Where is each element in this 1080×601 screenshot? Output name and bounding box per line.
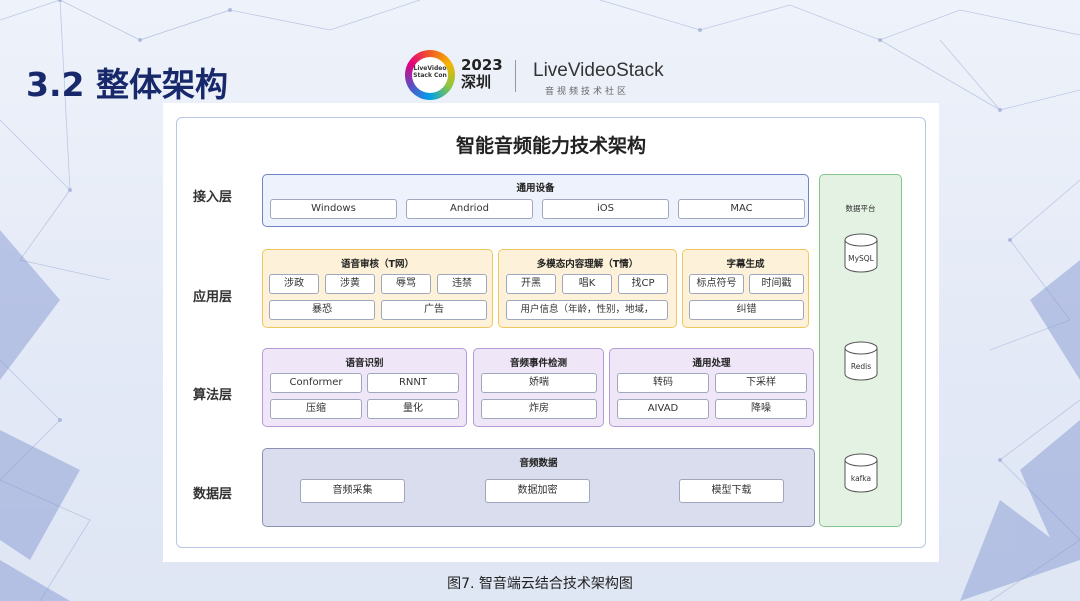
device-ios: iOS [542,199,669,219]
audit-item: 违禁 [437,274,487,294]
subtitle-item: 标点符号 [689,274,744,294]
speech-recognition-box: 语音识别 Conformer RNNT 压缩 量化 [262,348,467,427]
logo-city: 深圳 [461,73,492,91]
speech-recognition-title: 语音识别 [345,358,384,369]
multimodal-item: 找CP [618,274,668,294]
logo-brand: LiveVideoStack [533,60,664,81]
access-layer-box: 通用设备 Windows Andriod iOS MAC [262,174,809,227]
audit-item: 暴恐 [269,300,375,320]
device-android: Andriod [406,199,533,219]
audio-data-title: 音频数据 [519,458,558,469]
kafka-queue-icon [844,453,878,493]
mysql-label: MySQL [848,254,874,263]
logo-ring-icon: LiveVideo Stack Con [405,50,455,100]
multimodal-item: 唱K [562,274,612,294]
diagram-title: 智能音频能力技术架构 [455,135,646,157]
kafka-label: kafka [850,474,872,483]
multimodal-item: 用户信息（年龄，性别，地域， [506,300,668,320]
layer-label-algorithm: 算法层 [193,388,233,403]
asr-item: 压缩 [270,399,362,419]
multimodal-box: 多模态内容理解（T情） 开黑 唱K 找CP 用户信息（年龄，性别，地域， [498,249,677,328]
processing-item: AIVAD [617,399,709,419]
audio-event-detection-box: 音频事件检测 娇喘 炸房 [473,348,604,427]
data-platform-title: 数据平台 [845,204,876,213]
diagram-frame [176,117,926,548]
slide-title: 3.2 整体架构 [26,65,228,104]
audit-item: 涉黄 [325,274,375,294]
diagram-panel: 智能音频能力技术架构 接入层 应用层 算法层 数据层 通用设备 Windows … [163,103,939,562]
processing-item: 转码 [617,373,709,393]
layer-label-access: 接入层 [193,190,233,205]
voice-audit-box: 语音审核（T网） 涉政 涉黄 辱骂 违禁 暴恐 广告 [262,249,493,328]
data-item-collection: 音频采集 [300,479,405,503]
event-item: 娇喘 [481,373,597,393]
logo-subtitle: 音视频技术社区 [545,87,630,97]
subtitle-generation-title: 字幕生成 [726,259,765,270]
subtitle-item: 时间戳 [749,274,804,294]
layer-label-application: 应用层 [193,290,233,305]
processing-item: 降噪 [715,399,807,419]
audit-item: 涉政 [269,274,319,294]
data-platform-box: 数据平台 MySQL Redis kafka [819,174,902,527]
subtitle-generation-box: 字幕生成 标点符号 时间戳 纠错 [682,249,809,328]
logo-year: 2023 [461,56,503,74]
data-item-encryption: 数据加密 [485,479,590,503]
redis-database-icon [844,341,878,381]
audit-item: 广告 [381,300,487,320]
layer-label-data: 数据层 [193,487,233,502]
device-mac: MAC [678,199,805,219]
multimodal-item: 开黑 [506,274,556,294]
access-box-title: 通用设备 [516,183,555,194]
audio-event-title: 音频事件检测 [509,358,567,369]
logo-divider [515,60,516,92]
device-windows: Windows [270,199,397,219]
event-logo: LiveVideo Stack Con 2023 深圳 LiveVideoSta… [405,50,675,102]
general-processing-box: 通用处理 转码 下采样 AIVAD 降噪 [609,348,814,427]
processing-item: 下采样 [715,373,807,393]
subtitle-item: 纠错 [689,300,804,320]
logo-ring-text: LiveVideo Stack Con [412,57,448,93]
general-processing-title: 通用处理 [692,358,731,369]
asr-item: 量化 [367,399,459,419]
mysql-database-icon [844,233,878,273]
redis-label: Redis [850,362,872,371]
figure-caption: 图7. 智音端云结合技术架构图 [447,576,633,592]
asr-item: Conformer [270,373,362,393]
audit-item: 辱骂 [381,274,431,294]
voice-audit-title: 语音审核（T网） [341,259,414,270]
audio-data-box: 音频数据 音频采集 数据加密 模型下载 [262,448,815,527]
multimodal-title: 多模态内容理解（T情） [536,259,639,270]
data-item-model-download: 模型下载 [679,479,784,503]
event-item: 炸房 [481,399,597,419]
asr-item: RNNT [367,373,459,393]
